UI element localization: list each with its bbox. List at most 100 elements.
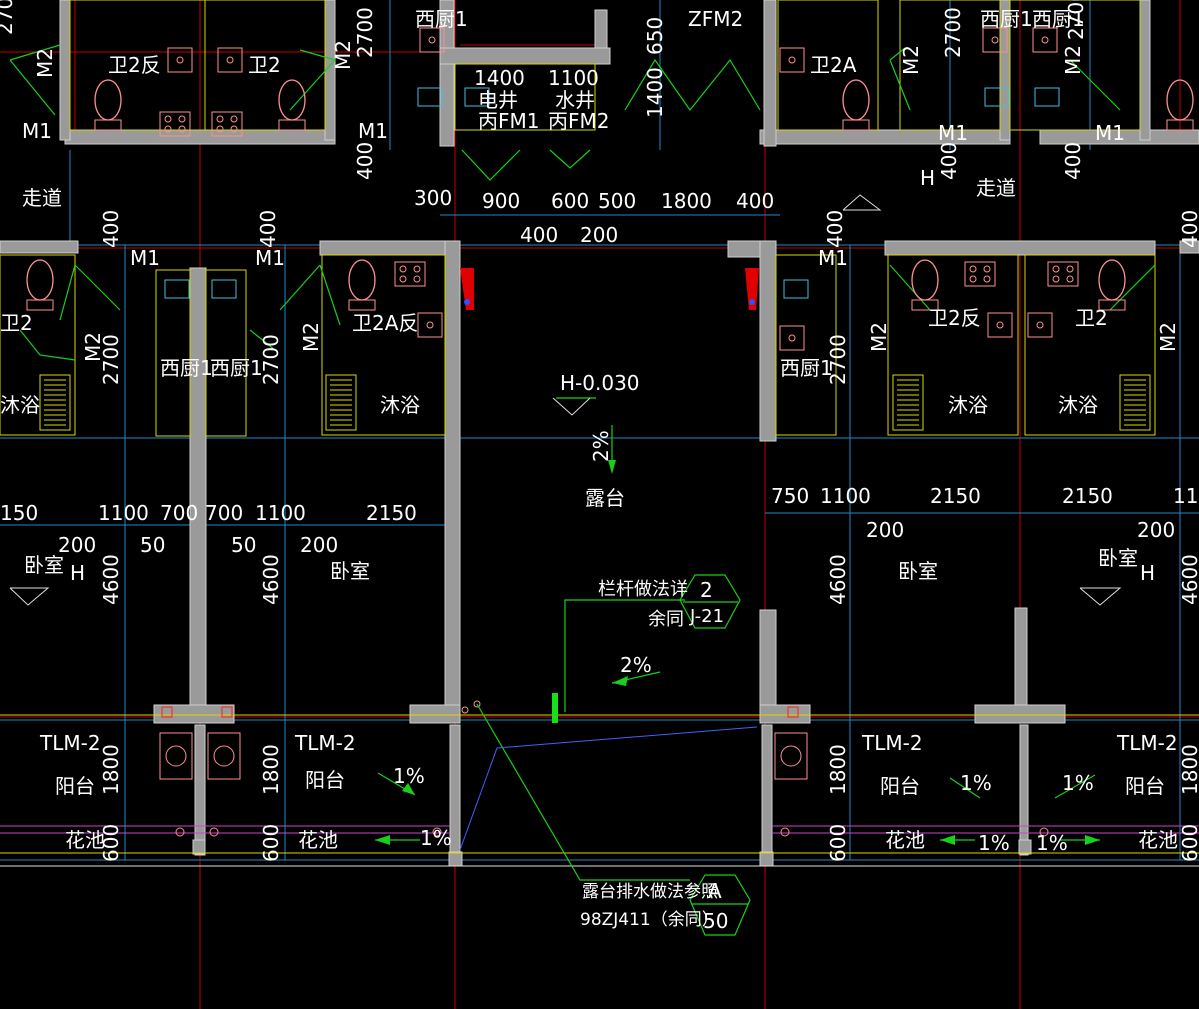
dim-2700: 2700 [259,334,283,385]
dim-1100: 1100 [1173,484,1199,508]
slope-labels: 2% 1% 1% 1% 1% 1% 1% [393,653,1094,855]
room-label-wc2: 卫2 [248,53,281,77]
room-label-kitchen1: 西厨1 [415,7,468,31]
dim-2700: 2700 [99,334,123,385]
room-label-bedroom: 卧室 [24,553,64,577]
dim-750: 750 [771,484,809,508]
door-label-m1: M1 [255,246,285,270]
door-label-m1: M1 [22,119,52,143]
room-label-balcony: 阳台 [880,774,920,798]
dim-2150: 2150 [930,484,981,508]
dim-200: 200 [866,518,904,542]
dim-400: 400 [256,210,280,248]
dim-900: 900 [482,189,520,213]
callout-drainage-detail: A [708,879,722,903]
dim-2700: 2700 [826,334,850,385]
note-railing: 栏杆做法详 [598,579,688,600]
door-label-m2: M2 [299,322,323,352]
dim-2700: 2700 [0,0,17,35]
door-label-m1: M1 [130,246,160,270]
room-label-planter: 花池 [885,828,925,852]
room-label-wc2-rev: 卫2反 [108,53,161,77]
room-label-shower: 沐浴 [1058,393,1098,417]
room-label-corridor: 走道 [976,176,1016,200]
door-label-m1: M1 [358,119,388,143]
room-label-shower: 沐浴 [948,393,988,417]
room-outlines [0,0,1199,854]
slope-label-1pct: 1% [978,831,1010,855]
leader-lines [459,397,758,881]
room-label-balcony: 阳台 [305,768,345,792]
dim-700: 700 [160,501,198,525]
dimension-lines [0,0,1199,861]
door-label-m2: M2 [899,45,923,75]
dim-1800: 1800 [1178,744,1199,795]
room-label-balcony: 阳台 [1125,774,1165,798]
level-markers [9,194,1122,606]
shower-hatch [39,374,1151,431]
room-label-corridor: 走道 [22,186,62,210]
dim-150: 150 [0,501,38,525]
dim-600: 600 [1178,824,1199,862]
level-labels: H H H H-0.030 [70,166,1155,585]
door-label-m2: M2 [867,322,891,352]
dim-4600: 4600 [99,554,123,605]
dim-200: 200 [300,533,338,557]
dim-200: 200 [580,223,618,247]
sanitary-fixtures [26,27,1194,351]
dim-400: 400 [937,142,961,180]
room-label-balcony: 阳台 [55,774,95,798]
dim-1800: 1800 [826,744,850,795]
dimension-texts: 1400 1100 300 900 600 500 1800 400 400 2… [0,66,1199,557]
washing-machines [159,732,808,780]
room-label-wc2: 卫2 [1075,306,1108,330]
notes: 栏杆做法详 余同 2 J-21 露台排水做法参照 98ZJ411（余同） A 5… [580,578,728,933]
slope-label-1pct: 1% [393,764,425,788]
level-label-h: H [920,166,935,190]
door-label-m2: M2 [33,48,57,78]
dim-50: 50 [140,533,165,557]
room-label-shower: 沐浴 [0,393,40,417]
dim-400: 400 [99,210,123,248]
room-label-kitchen1: 西厨1 [780,356,833,380]
room-labels: 卫2反 卫2 卫2A 西厨1 西厨1 西厨1 走道 走道 卫2 卫2A反 卫2反… [0,7,1178,852]
room-label-kitchen1: 西厨1 [980,7,1033,31]
dim-1800: 1800 [661,189,712,213]
dim-2700: 2700 [941,7,965,58]
planter-lines [0,825,1199,867]
door-label-tlm2: TLM-2 [861,731,923,755]
door-label-m2: M2 [81,332,105,362]
dim-700: 700 [205,501,243,525]
room-label-planter: 花池 [65,828,105,852]
room-label-planter: 花池 [1138,828,1178,852]
dim-1100: 1100 [98,501,149,525]
callout-drainage-sheet: 50 [703,909,728,933]
dim-600: 600 [259,824,283,862]
dim-50: 50 [231,533,256,557]
dim-500: 500 [598,189,636,213]
dim-400: 400 [353,142,377,180]
room-label-elec-shaft: 电井 [478,88,518,112]
door-label-tlm2: TLM-2 [294,731,356,755]
door-label-m2: M2 [1156,322,1180,352]
dim-1800: 1800 [259,744,283,795]
dim-1100: 1100 [255,501,306,525]
dim-4600: 4600 [1178,554,1199,605]
dim-1100: 1100 [548,66,599,90]
dim-200: 200 [1137,518,1175,542]
dim-400: 400 [520,223,558,247]
dim-200: 200 [58,533,96,557]
door-label-tlm2: TLM-2 [39,731,101,755]
dim-600: 600 [551,189,589,213]
callout-railing-number: 2 [700,578,713,602]
door-label-m1: M1 [1095,121,1125,145]
note-drainage: 露台排水做法参照 [582,882,718,902]
door-label-bfm1: 丙FM1 [478,109,539,133]
door-label-zfm2: ZFM2 [688,7,743,31]
room-label-planter: 花池 [298,828,338,852]
room-label-terrace: 露台 [585,486,625,510]
hatch-lines [44,379,1146,426]
door-label-bfm2: 丙FM2 [548,109,609,133]
slope-label-1pct: 1% [960,771,992,795]
